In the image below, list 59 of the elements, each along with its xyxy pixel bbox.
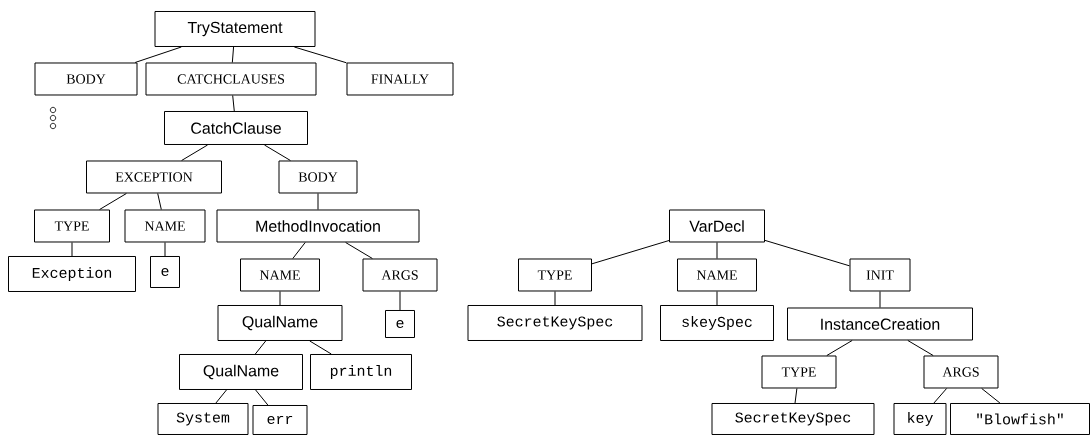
tree-edge [794,388,798,404]
node-box: println [310,354,412,390]
tree-edge [263,144,291,161]
tree-edge [292,242,306,259]
node-box: INIT [849,258,911,292]
node-box: e [385,310,415,338]
node-box: NAME [240,258,320,292]
node-box: NAME [124,209,206,243]
tree-edge [345,242,373,259]
node-box: SecretKeySpec [467,305,643,341]
node-box: BODY [278,160,358,194]
node-box: BODY [34,62,138,96]
node-box: VarDecl [669,209,765,243]
node-box: MethodInvocation [216,209,420,243]
tree-edge [716,291,718,306]
node-box: EXCEPTION [86,160,222,194]
tree-edge [279,291,281,306]
tree-edge [71,242,73,257]
tree-edge [215,389,227,404]
node-box: CatchClause [164,111,308,145]
node-box: TYPE [761,355,837,389]
tree-edge [907,340,934,356]
tree-edge [879,291,881,308]
node-box: key [893,403,947,435]
tree-edge [231,46,235,63]
tree-edge [181,144,209,161]
tree-edge [591,240,670,265]
node-box: ARGS [923,355,999,389]
tree-edge [981,388,1001,404]
node-box: QualName [217,305,343,341]
tree-edge [309,340,332,355]
node-box: "Blowfish" [950,403,1090,435]
node-box: FINALLY [346,62,454,96]
tree-edge [554,291,556,306]
tree-edge [933,388,948,404]
tree-edge [255,389,269,406]
node-box: err [252,405,308,435]
node-box: QualName [179,354,303,390]
node-box: SecretKeySpec [711,403,875,435]
tree-edge [826,340,853,356]
node-box: Exception [8,256,136,292]
node-box: CATCHCLAUSES [145,62,317,96]
node-box: NAME [677,258,757,292]
node-box: ARGS [362,258,438,292]
node-box: InstanceCreation [787,307,973,341]
tree-edge [716,242,718,259]
node-box: skeySpec [660,305,774,341]
tree-edge [317,193,319,210]
node-box: TYPE [34,209,110,243]
node-box: System [157,403,249,435]
node-box: e [150,256,180,288]
tree-edge [254,340,267,355]
tree-edge [164,242,166,257]
tree-edge [764,239,850,267]
node-box: TYPE [518,258,592,292]
tree-edge [232,95,235,112]
node-box: TryStatement [154,11,316,47]
tree-edge [157,193,162,210]
tree-edge [399,291,401,311]
